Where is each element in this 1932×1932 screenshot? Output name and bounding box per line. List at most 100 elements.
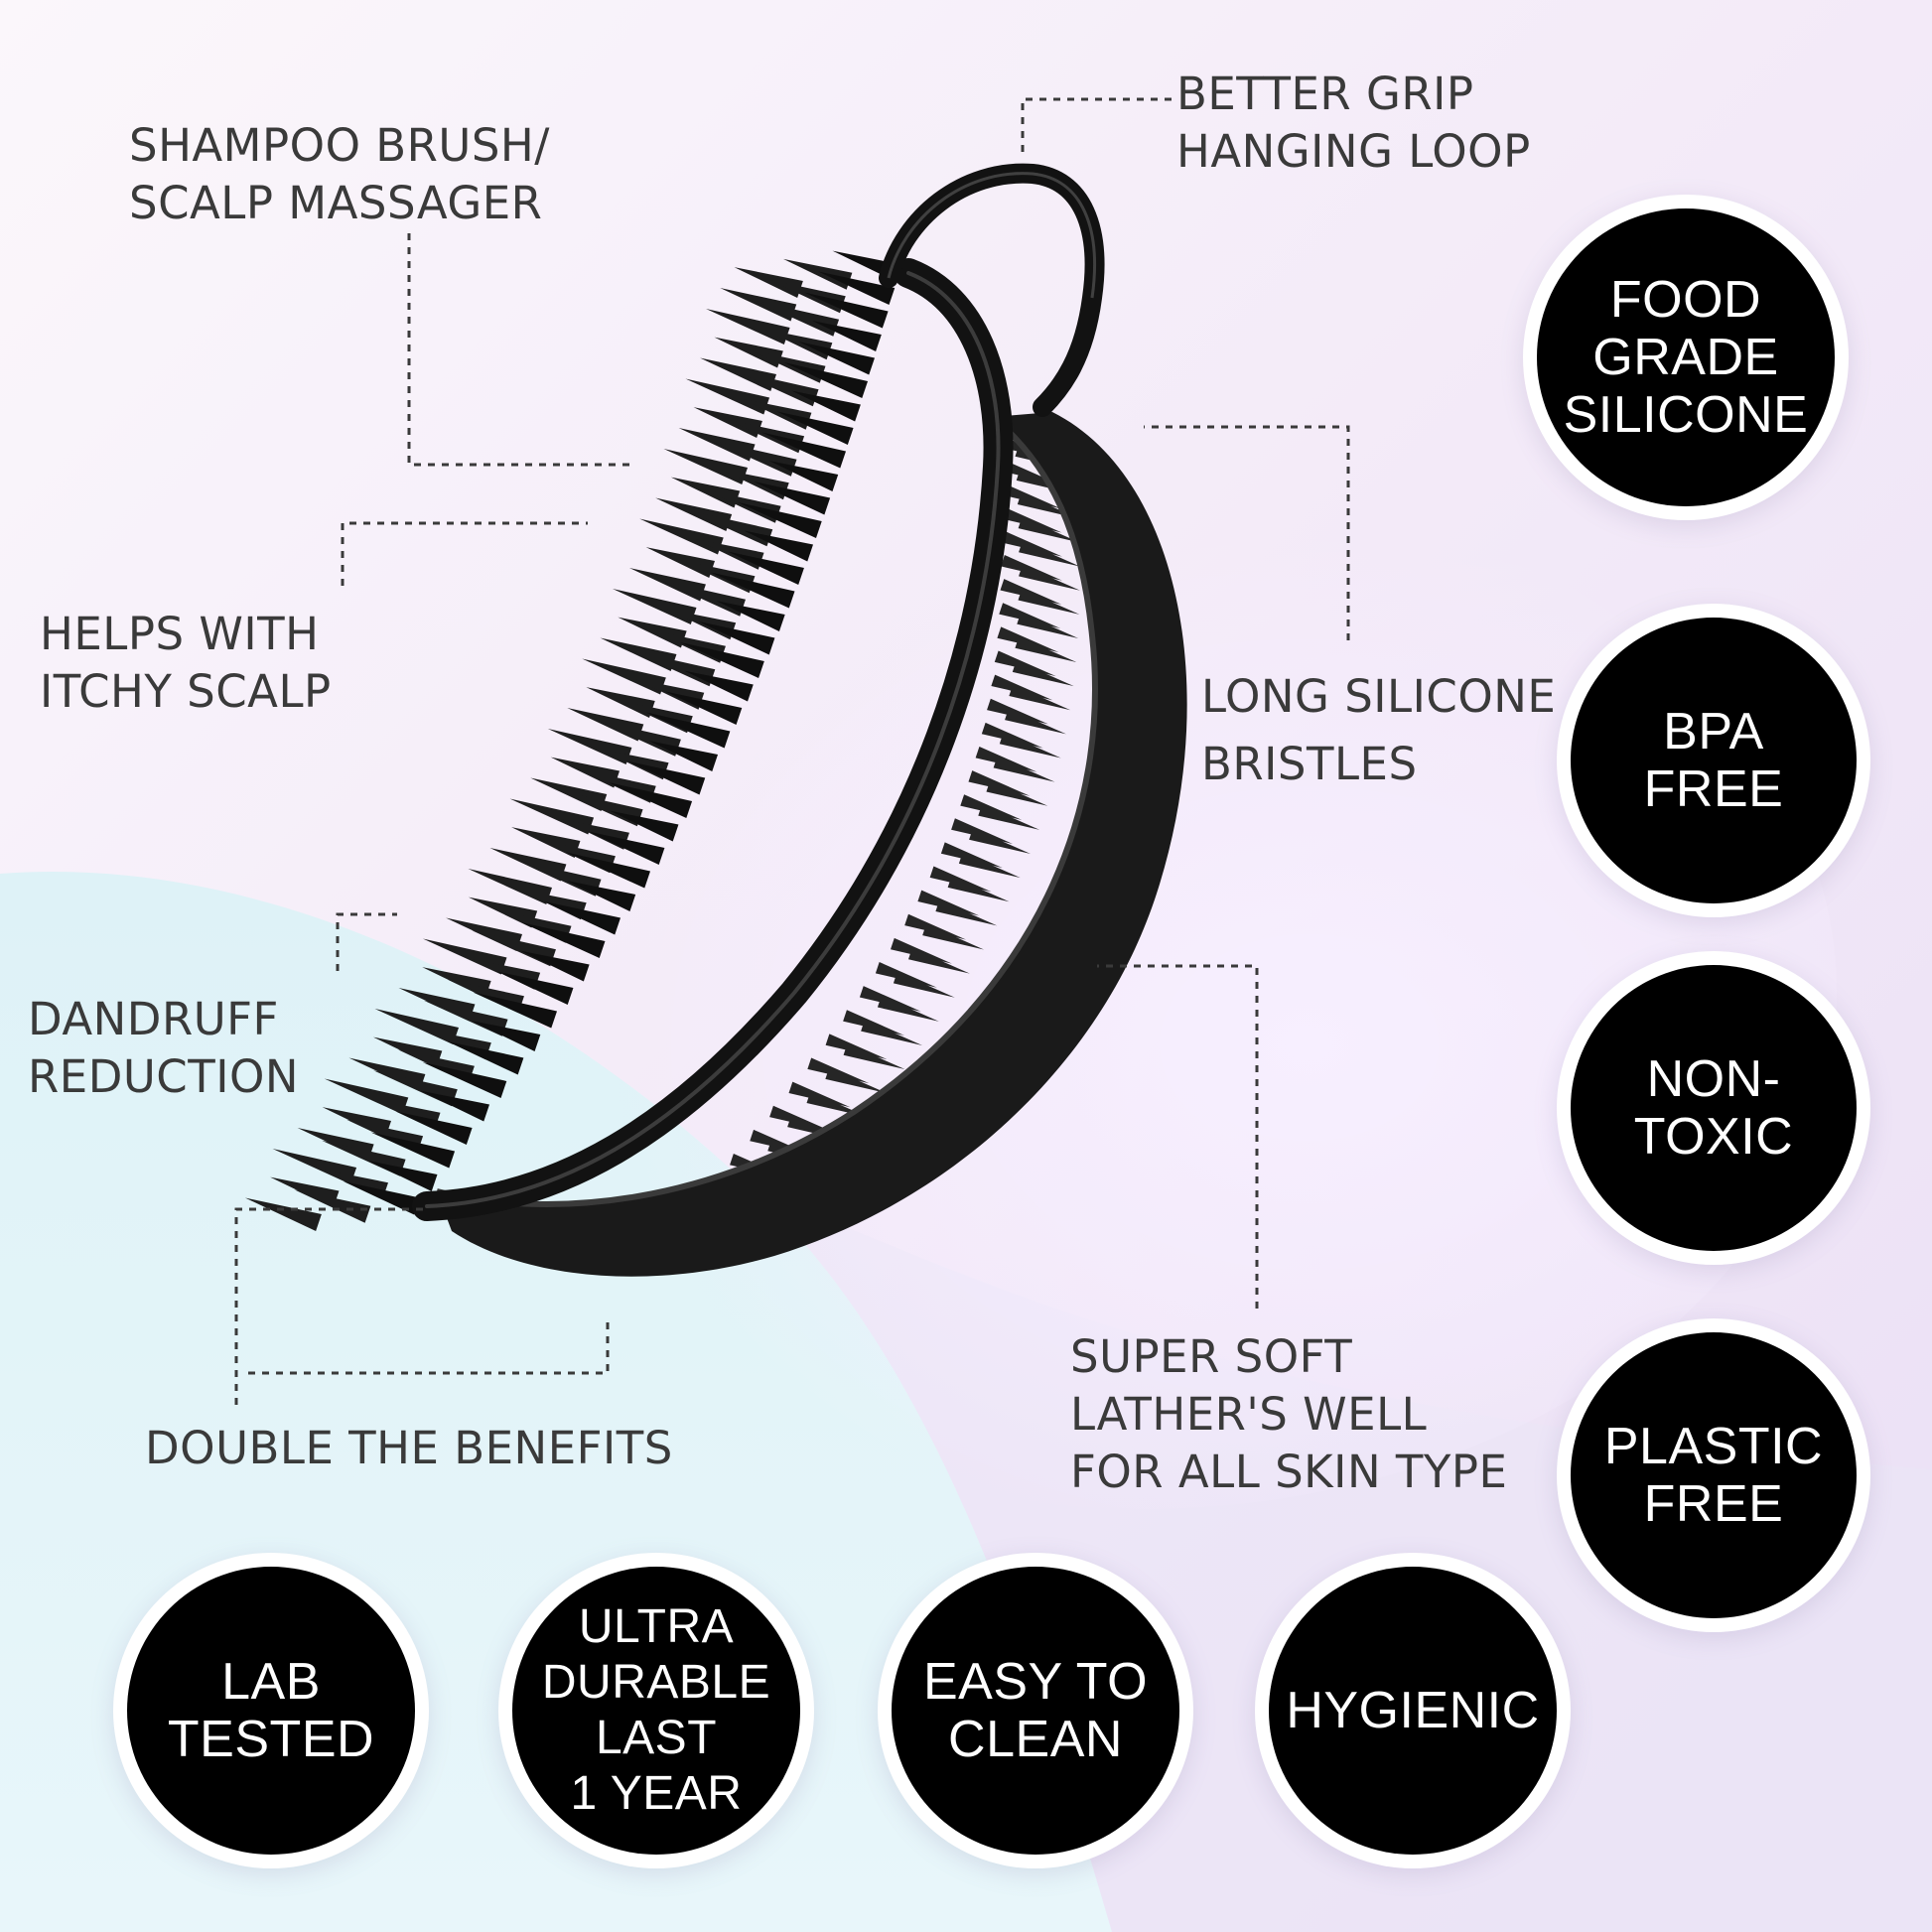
bristle — [812, 321, 882, 352]
bristle — [987, 698, 1048, 725]
bristle — [714, 337, 783, 368]
bristle — [422, 1061, 507, 1099]
bristle — [807, 1057, 870, 1084]
bristle — [566, 881, 636, 912]
bristle — [875, 962, 937, 988]
bristle — [922, 923, 985, 950]
bristle — [648, 741, 719, 772]
bristle — [720, 288, 797, 322]
bristle — [769, 1105, 832, 1132]
bristle — [608, 781, 693, 819]
bristle — [749, 349, 826, 383]
badge-plastic-free: PLASTIC FREE — [1571, 1332, 1857, 1618]
bristle — [940, 842, 1003, 869]
bristle — [743, 398, 812, 430]
bristle — [597, 720, 681, 757]
bristle — [843, 1043, 905, 1070]
bristle — [999, 732, 1061, 759]
bristle — [804, 292, 889, 329]
bristle — [582, 658, 666, 695]
bristle — [645, 547, 716, 579]
bristle — [929, 866, 992, 893]
bristle — [951, 818, 1013, 844]
badge-lab-tested: LAB TESTED — [127, 1567, 415, 1855]
label-long-bristles: LONG SILICONE BRISTLES — [1201, 670, 1557, 790]
label-better-grip: BETTER GRIP HANGING LOOP — [1176, 68, 1531, 178]
hanging-loop — [879, 163, 1105, 417]
bristle — [618, 617, 687, 648]
bristle — [947, 876, 1010, 902]
leader-bristles — [1144, 425, 1350, 640]
bristle — [986, 780, 1048, 806]
front-bristles — [244, 250, 901, 1232]
bristle — [738, 501, 822, 539]
bristle — [370, 1132, 456, 1169]
bristle — [612, 588, 697, 625]
leader-double-left — [234, 1207, 427, 1405]
bristle — [975, 746, 1037, 772]
label-super-soft: SUPER SOFT LATHER'S WELL FOR ALL SKIN TY… — [1070, 1330, 1508, 1498]
badge-bpa-free: BPA FREE — [1571, 618, 1857, 903]
bristle — [893, 972, 955, 998]
label-double-benefits: DOUBLE THE BENEFITS — [145, 1422, 673, 1474]
bristle — [684, 670, 754, 702]
bristle — [843, 1010, 905, 1035]
bristle — [981, 722, 1043, 749]
bristle — [935, 899, 998, 926]
bristle — [917, 890, 980, 916]
bristle — [762, 329, 833, 360]
bristle — [999, 483, 1061, 509]
bristle — [630, 650, 716, 687]
label-dandruff: DANDRUFF REDUCTION — [28, 993, 300, 1103]
bristle — [680, 641, 764, 679]
bristle — [999, 603, 1061, 628]
label-shampoo-brush: SHAMPOO BRUSH/ SCALP MASSAGER — [129, 119, 550, 229]
bristle — [639, 518, 724, 555]
bristle — [516, 860, 602, 897]
bristle — [588, 831, 665, 866]
bristle — [776, 411, 854, 446]
bristle — [991, 674, 1053, 701]
bristle — [1015, 636, 1077, 663]
bristle — [960, 794, 1023, 820]
bristle — [473, 992, 558, 1029]
bristle — [294, 1189, 371, 1223]
bristle — [468, 868, 552, 905]
bristle — [877, 996, 939, 1022]
bristle — [1018, 516, 1080, 543]
leader-soft — [1097, 964, 1259, 1309]
bristle — [395, 1111, 473, 1146]
bristle — [558, 790, 643, 827]
bristle — [678, 428, 756, 462]
bristle — [716, 601, 785, 632]
bristle — [610, 810, 679, 842]
bristle — [698, 621, 775, 655]
bristle — [744, 530, 814, 562]
badge-hygienic: HYGIENIC — [1269, 1567, 1557, 1855]
bristle — [1012, 660, 1074, 687]
bristle — [547, 728, 632, 765]
bristle — [1017, 613, 1079, 638]
bristle — [768, 279, 846, 314]
bristle — [859, 986, 921, 1012]
bristle — [628, 761, 706, 795]
bristle — [754, 482, 831, 515]
badge-ultra-durable: ULTRA DURABLE LAST 1 YEAR — [512, 1567, 800, 1855]
bristle — [968, 770, 1031, 796]
bristle — [993, 756, 1055, 782]
leader-grip — [1021, 97, 1172, 159]
bristle — [788, 1081, 851, 1108]
bristle — [648, 629, 726, 663]
bristle — [704, 489, 781, 523]
bristle — [665, 691, 743, 726]
bristle — [509, 798, 595, 835]
bristle — [471, 1021, 541, 1052]
bristle — [1000, 506, 1062, 533]
label-itchy-scalp: HELPS WITH ITCHY SCALP — [40, 608, 332, 718]
bristle — [700, 357, 777, 392]
bristle — [1000, 579, 1062, 605]
bristle — [685, 378, 770, 415]
bristle — [768, 461, 839, 492]
